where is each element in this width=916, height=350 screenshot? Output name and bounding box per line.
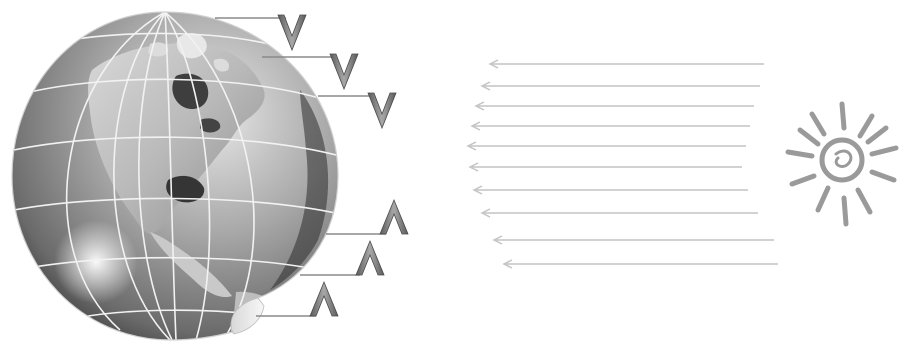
sun-ray-arrow <box>472 122 750 130</box>
sun-ray-arrow <box>504 260 778 268</box>
v-marker <box>318 93 396 128</box>
sun-ray-arrow <box>490 60 764 68</box>
earth-globe-icon <box>12 12 340 344</box>
sun-ray-arrow <box>474 186 748 194</box>
inverted-v-marker <box>326 200 408 234</box>
sun-ray-arrow <box>470 163 742 171</box>
sun-ray-arrow <box>468 142 746 150</box>
sun-rays <box>468 60 778 268</box>
sun-ray-arrow <box>482 209 758 217</box>
sun-ray-arrow <box>482 82 760 90</box>
sun-ray-arrow <box>476 102 754 110</box>
sun-icon <box>788 104 896 224</box>
sun-ray-arrow <box>494 236 774 244</box>
